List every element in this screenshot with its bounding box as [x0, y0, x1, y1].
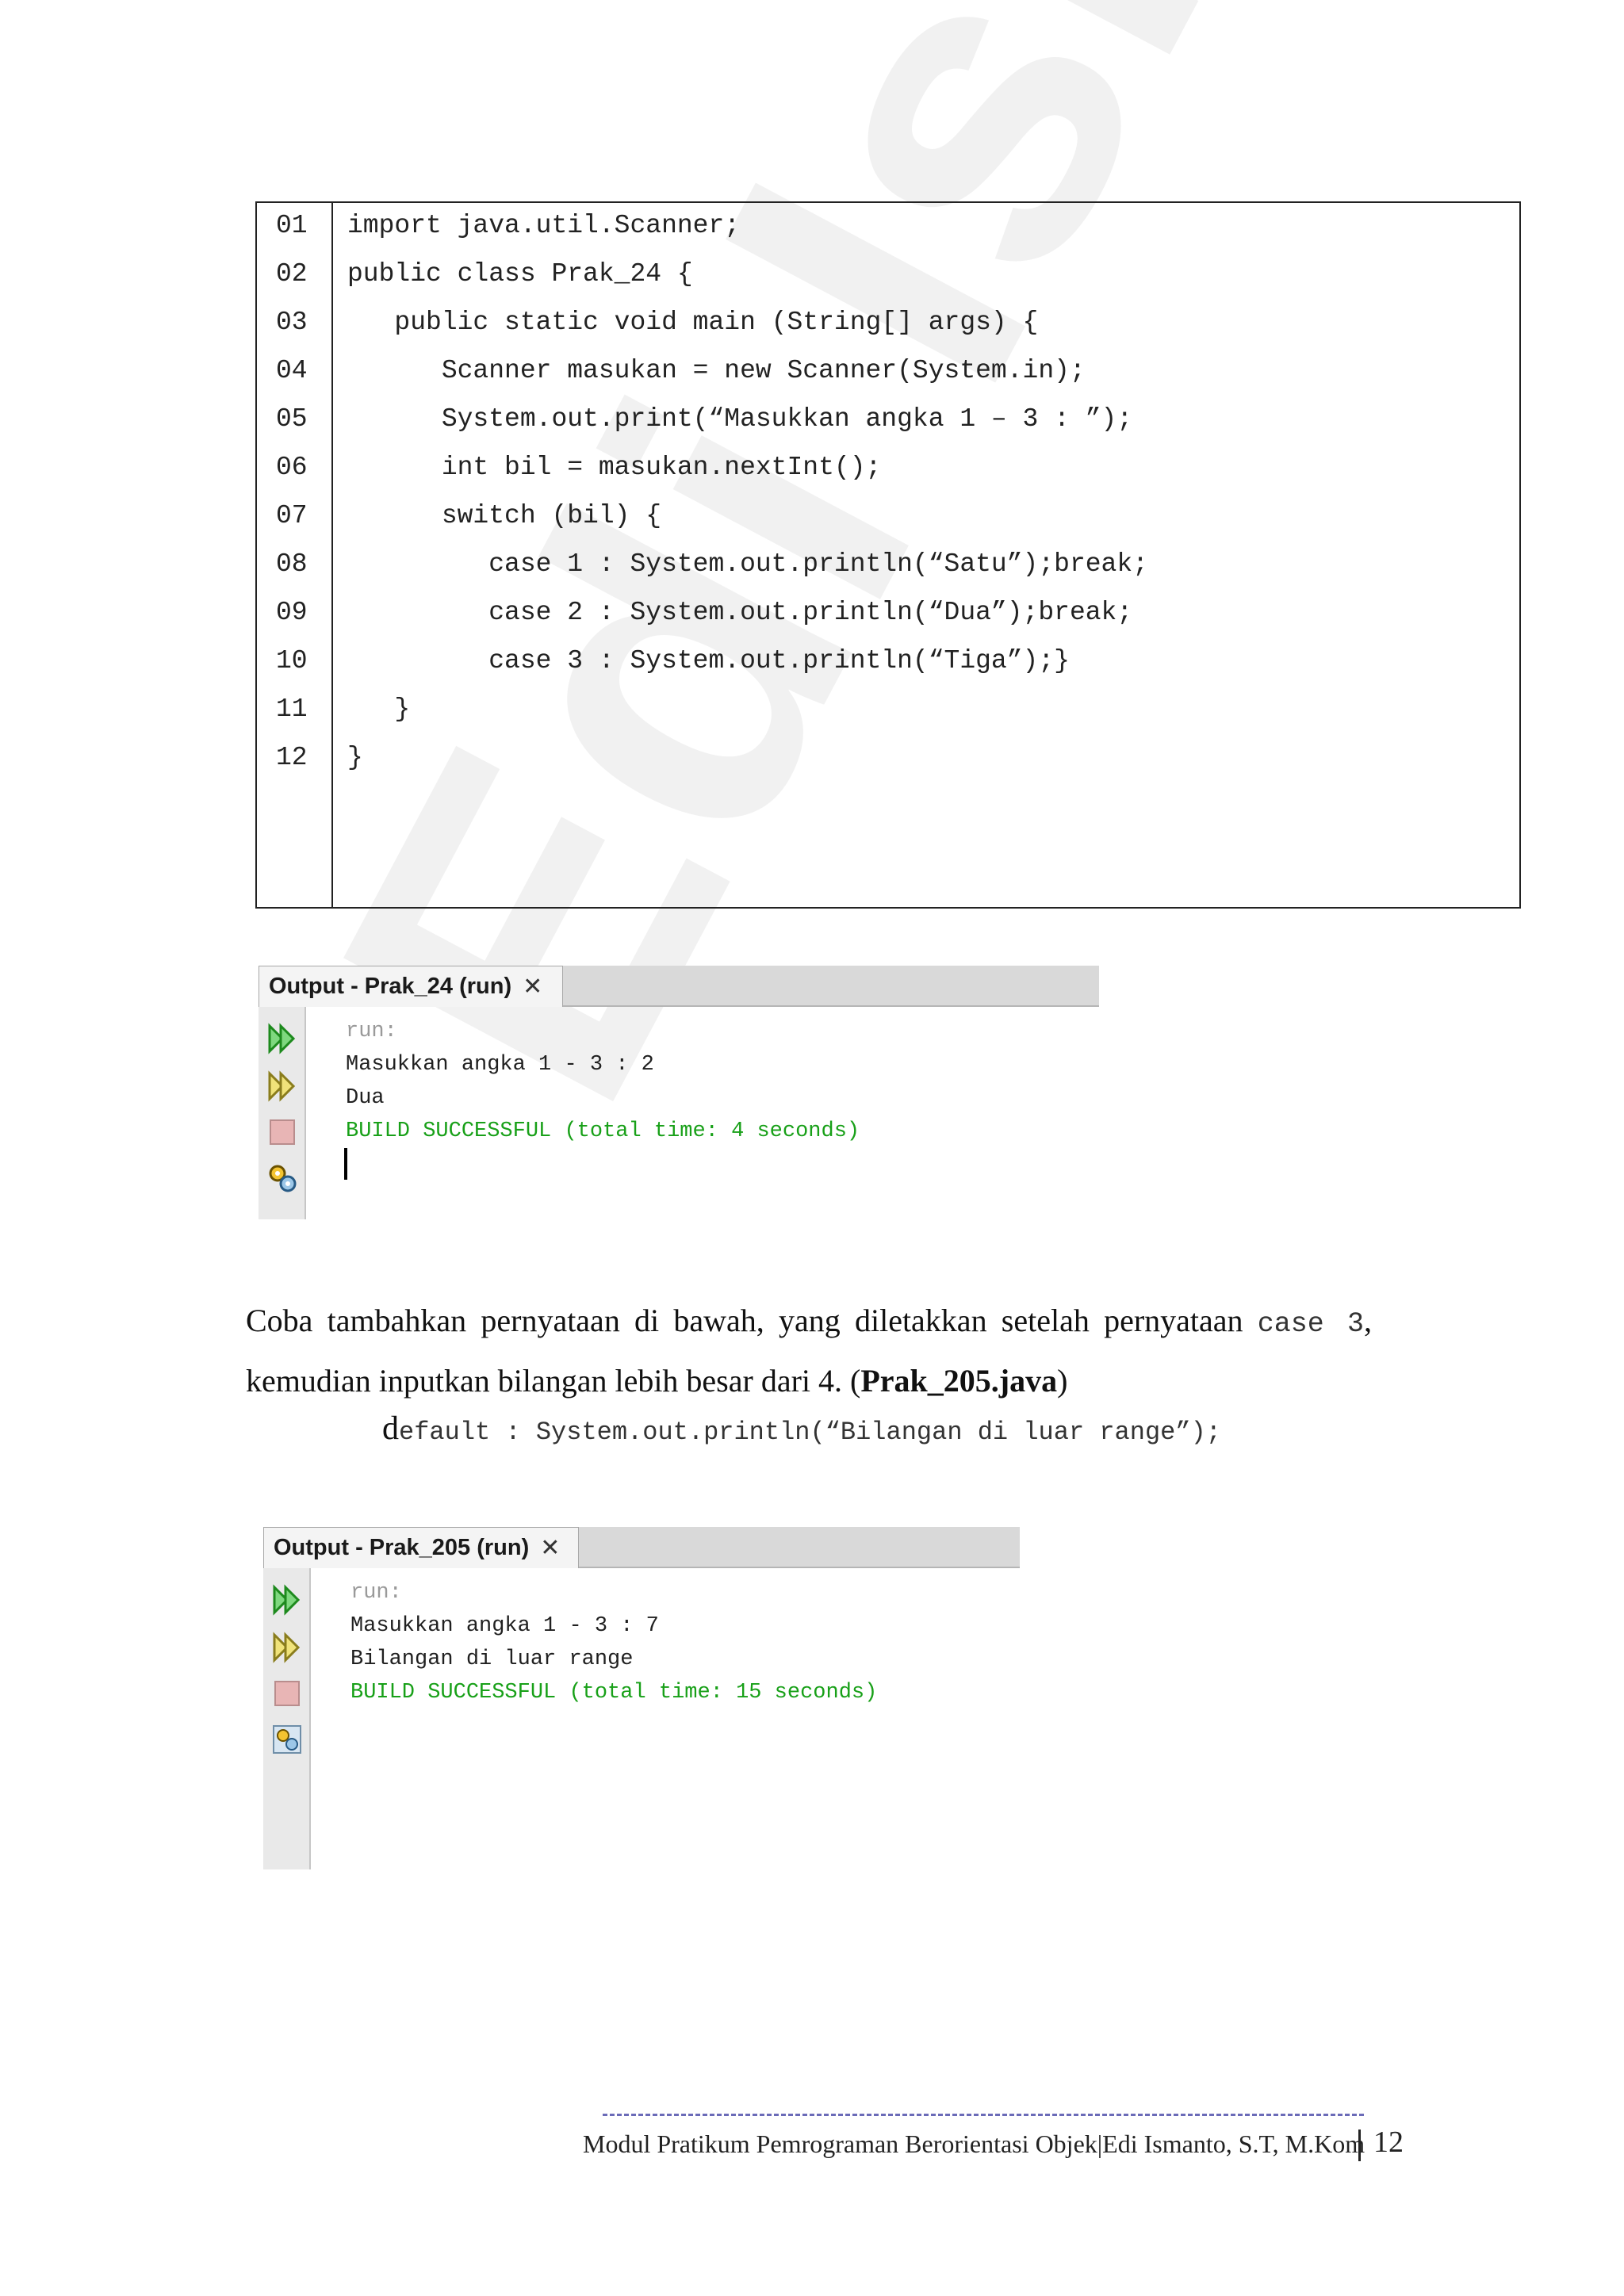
output-line: run:: [346, 1020, 397, 1043]
line-number: 06: [276, 453, 308, 482]
output-text: run: Masukkan angka 1 - 3 : 2 Dua BUILD …: [346, 1015, 860, 1148]
output-panel-prak-205: Output - Prak_205 (run) ✕ run: Masukkan …: [263, 1527, 1020, 1869]
output-tab-title: Output - Prak_205 (run): [274, 1535, 530, 1560]
output-line: Masukkan angka 1 - 3 : 7: [350, 1614, 659, 1638]
code-body: import java.util.Scanner; public class P…: [333, 203, 1519, 907]
code-line: switch (bil) {: [347, 501, 662, 530]
text-caret: [344, 1148, 347, 1180]
settings-icon[interactable]: [266, 1162, 298, 1194]
output-line: Masukkan angka 1 - 3 : 2: [346, 1053, 654, 1077]
line-number: 04: [276, 356, 308, 385]
output-panel-prak-24: Output - Prak_24 (run) ✕ run: Masukkan a…: [259, 966, 1099, 1219]
code-line: }: [347, 695, 411, 724]
stop-icon[interactable]: [266, 1116, 298, 1148]
inline-code: case 3: [1257, 1308, 1364, 1340]
line-number: 12: [276, 743, 308, 772]
settings-icon[interactable]: [271, 1724, 303, 1755]
instruction-text: Coba tambahkan pernyataan di bawah, yang…: [246, 1303, 1258, 1338]
line-numbers: 01 02 03 04 05 06 07 08 09 10 11 12: [257, 203, 333, 907]
rerun-with-input-icon[interactable]: [271, 1632, 303, 1663]
line-number: 11: [276, 695, 308, 724]
code-line: System.out.print(“Masukkan angka 1 – 3 :…: [347, 404, 1133, 434]
code-line: case 1 : System.out.println(“Satu”);brea…: [347, 549, 1148, 579]
line-number: 01: [276, 211, 308, 240]
line-number: 08: [276, 549, 308, 579]
close-icon[interactable]: ✕: [540, 1535, 561, 1561]
instruction-text: , kemudian inputkan bilangan lebih besar…: [246, 1303, 1372, 1399]
output-line: run:: [350, 1581, 402, 1605]
code-line: Scanner masukan = new Scanner(System.in)…: [347, 356, 1086, 385]
line-number: 07: [276, 501, 308, 530]
output-tab-title: Output - Prak_24 (run): [269, 974, 512, 999]
code-line: import java.util.Scanner;: [347, 211, 741, 240]
line-number: 02: [276, 259, 308, 289]
output-tab[interactable]: Output - Prak_24 (run) ✕: [259, 966, 563, 1007]
footer-text: Modul Pratikum Pemrograman Berorientasi …: [583, 2130, 1365, 2158]
line-number: 05: [276, 404, 308, 434]
rerun-with-input-icon[interactable]: [266, 1070, 298, 1102]
default-first-letter: d: [382, 1410, 399, 1447]
footer-separator: [1358, 2130, 1361, 2161]
output-toolbar: [259, 1007, 306, 1219]
file-name: Prak_205.java: [860, 1363, 1058, 1399]
footer-divider: [603, 2114, 1364, 2116]
close-icon[interactable]: ✕: [523, 974, 543, 1000]
code-line: case 2 : System.out.println(“Dua”);break…: [347, 598, 1133, 627]
output-line: Bilangan di luar range: [350, 1647, 634, 1671]
output-line: Dua: [346, 1086, 385, 1110]
output-line: BUILD SUCCESSFUL (total time: 15 seconds…: [350, 1681, 878, 1705]
code-line: public static void main (String[] args) …: [347, 308, 1039, 337]
code-line: public class Prak_24 {: [347, 259, 693, 289]
code-line: }: [347, 743, 363, 772]
line-number: 09: [276, 598, 308, 627]
stop-icon[interactable]: [271, 1678, 303, 1709]
output-line: BUILD SUCCESSFUL (total time: 4 seconds): [346, 1119, 860, 1143]
line-number: 10: [276, 646, 308, 675]
output-tab[interactable]: Output - Prak_205 (run) ✕: [263, 1527, 579, 1568]
default-statement-rest: efault : System.out.println(“Bilangan di…: [399, 1418, 1221, 1447]
output-toolbar: [263, 1568, 311, 1869]
code-line: int bil = masukan.nextInt();: [347, 453, 882, 482]
default-statement: default : System.out.println(“Bilangan d…: [382, 1410, 1221, 1448]
line-number: 03: [276, 308, 308, 337]
page-number: 12: [1373, 2126, 1404, 2159]
instruction-paragraph: Coba tambahkan pernyataan di bawah, yang…: [246, 1292, 1372, 1410]
output-text: run: Masukkan angka 1 - 3 : 7 Bilangan d…: [350, 1576, 877, 1709]
code-listing: 01 02 03 04 05 06 07 08 09 10 11 12 impo…: [255, 201, 1521, 909]
rerun-icon[interactable]: [266, 1023, 298, 1054]
instruction-text: ): [1057, 1363, 1068, 1399]
rerun-icon[interactable]: [271, 1584, 303, 1616]
code-line: case 3 : System.out.println(“Tiga”);}: [347, 646, 1070, 675]
